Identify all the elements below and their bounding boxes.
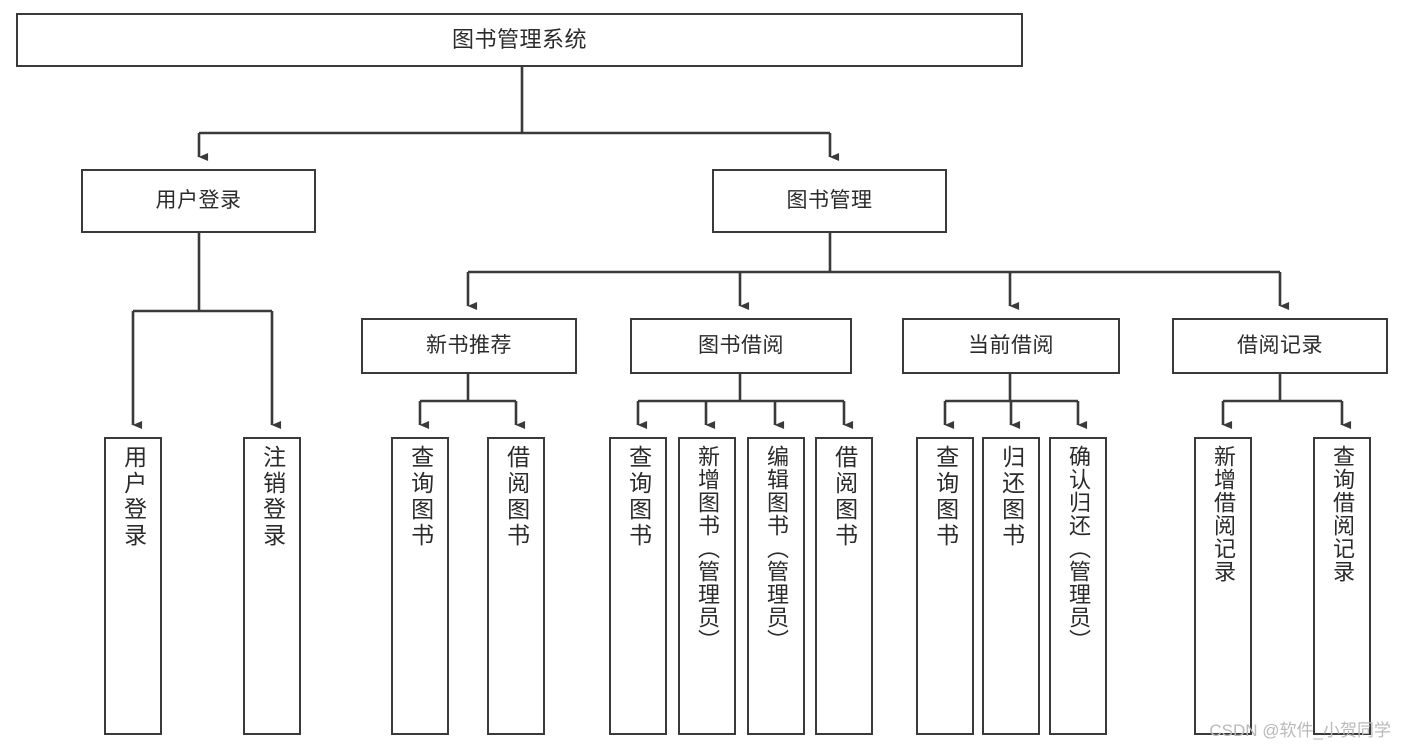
leaf-record-query-record[interactable]: 查询借阅记录 [1313, 437, 1371, 735]
node-label: 图书借阅 [698, 333, 784, 357]
node-label: 用户登录 [155, 188, 242, 212]
leaf-recommend-borrow-book[interactable]: 借阅图书 [487, 437, 545, 735]
node-label: 注销登录 [259, 445, 286, 549]
leaf-user-login-signout[interactable]: 注销登录 [243, 437, 301, 735]
leaf-current-query-book[interactable]: 查询图书 [916, 437, 974, 735]
node-label: 图书管理系统 [451, 27, 587, 53]
node-label: 图书管理 [786, 188, 873, 212]
node-new-book-recommend[interactable]: 新书推荐 [361, 318, 577, 374]
node-label: 查询图书 [625, 445, 652, 549]
node-user-login[interactable]: 用户登录 [81, 169, 316, 233]
node-label: 借阅图书 [503, 445, 530, 549]
node-current-borrow[interactable]: 当前借阅 [902, 318, 1120, 374]
node-label: 确认归还（管理员） [1065, 445, 1091, 652]
node-root-system[interactable]: 图书管理系统 [16, 13, 1023, 67]
leaf-borrow-borrow-book[interactable]: 借阅图书 [815, 437, 873, 735]
node-label: 借阅记录 [1237, 333, 1323, 357]
node-book-management[interactable]: 图书管理 [712, 169, 947, 233]
leaf-current-confirm-return-admin[interactable]: 确认归还（管理员） [1049, 437, 1107, 735]
csdn-watermark: CSDN @软件_小贺同学 [1209, 721, 1391, 740]
node-label: 当前借阅 [968, 333, 1054, 357]
node-label: 编辑图书（管理员） [763, 445, 789, 652]
node-label: 新增借阅记录 [1210, 445, 1236, 583]
node-borrow-record[interactable]: 借阅记录 [1172, 318, 1388, 374]
node-label: 用户登录 [120, 445, 147, 549]
leaf-borrow-edit-book-admin[interactable]: 编辑图书（管理员） [747, 437, 805, 735]
node-label: 新书推荐 [426, 333, 512, 357]
node-label: 查询图书 [407, 445, 434, 549]
node-label: 查询借阅记录 [1329, 445, 1355, 583]
node-label: 新增图书（管理员） [694, 445, 720, 652]
leaf-recommend-query-book[interactable]: 查询图书 [391, 437, 449, 735]
node-label: 归还图书 [998, 445, 1025, 549]
node-label: 查询图书 [932, 445, 959, 549]
node-book-borrow[interactable]: 图书借阅 [630, 318, 852, 374]
leaf-record-add-record[interactable]: 新增借阅记录 [1194, 437, 1252, 735]
leaf-borrow-query-book[interactable]: 查询图书 [609, 437, 667, 735]
node-label: 借阅图书 [831, 445, 858, 549]
leaf-current-return-book[interactable]: 归还图书 [982, 437, 1040, 735]
leaf-borrow-add-book-admin[interactable]: 新增图书（管理员） [678, 437, 736, 735]
leaf-user-login-signin[interactable]: 用户登录 [104, 437, 162, 735]
